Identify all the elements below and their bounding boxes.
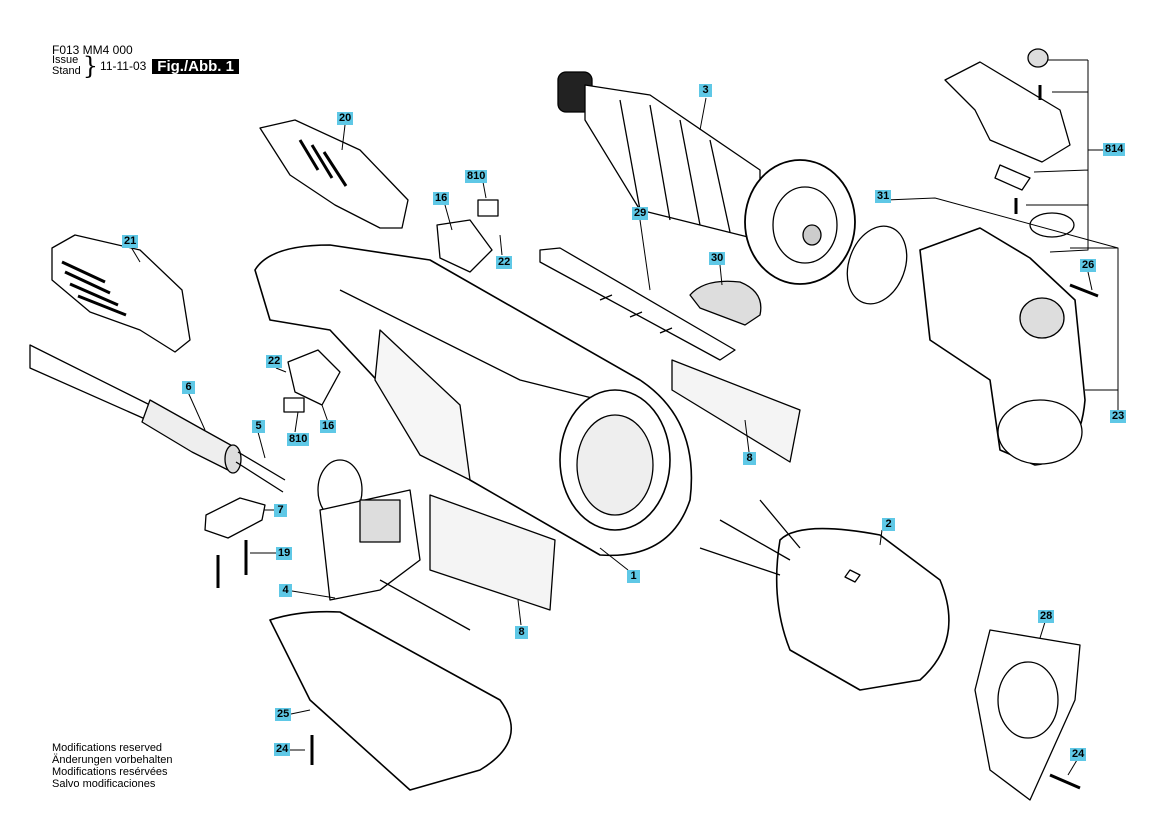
callout-part: 8: [743, 452, 756, 465]
part-heatsink-plate: [539, 247, 736, 361]
callout-part: 3: [699, 84, 712, 97]
part-lower-housing: [269, 610, 512, 791]
callout-part: 7: [274, 504, 287, 517]
part-cable: [29, 344, 286, 493]
part-clamp-screws: [216, 540, 248, 588]
part-switch-assembly: [317, 459, 471, 631]
part-field-coil: [699, 499, 950, 691]
part-side-cover-top: [259, 119, 409, 229]
issue-block: Issue Stand } 11-11-03 Fig./Abb. 1: [52, 52, 239, 80]
callout-part: 22: [266, 355, 283, 368]
part-label-sheet-upper: [671, 359, 801, 463]
callout-part: 28: [1038, 610, 1055, 623]
part-gear-head: [919, 227, 1086, 466]
note-line: Änderungen vorbehalten: [52, 754, 173, 766]
leader-lines: [130, 59, 1119, 776]
callout-part: 814: [1103, 143, 1126, 156]
callout-part: 16: [433, 192, 450, 205]
part-brush-upper: [477, 199, 499, 217]
note-line: Modifications resérvées: [52, 766, 168, 778]
callout-part: 1: [627, 570, 640, 583]
callout-part: 810: [465, 170, 488, 183]
part-seal-ring: [846, 225, 908, 305]
callout-part: 23: [1110, 410, 1127, 423]
callout-part: 16: [320, 420, 337, 433]
note-line: Salvo modificaciones: [52, 778, 156, 790]
part-label-sheet-lower: [429, 494, 556, 611]
issue-labels: Issue Stand: [52, 55, 81, 77]
part-side-cover-left: [51, 234, 191, 353]
callout-part: 25: [275, 708, 292, 721]
callout-part: 29: [632, 207, 649, 220]
modification-notes: Modifications reserved Änderungen vorbeh…: [52, 742, 172, 790]
figure-badge: Fig./Abb. 1: [152, 58, 239, 74]
callout-part: 5: [252, 420, 265, 433]
part-cable-clamp: [204, 497, 266, 539]
note-line: Modifications reserved: [52, 742, 163, 754]
part-switch-cap: [689, 280, 762, 326]
callout-part: 2: [882, 518, 895, 531]
brace-glyph: }: [82, 52, 99, 80]
part-screw-gear-head: [1069, 283, 1099, 298]
callout-part: 8: [515, 626, 528, 639]
document-code: F013 MM4 000: [52, 43, 133, 57]
callout-part: 4: [279, 584, 292, 597]
callout-part: 24: [274, 743, 291, 756]
part-brush-holder-upper: [436, 219, 493, 273]
part-housing: [254, 244, 693, 557]
issue-date: 11-11-03: [100, 58, 147, 73]
part-brush-lower: [283, 397, 305, 413]
callout-part: 6: [182, 381, 195, 394]
stand-label: Stand: [52, 65, 81, 77]
callout-part: 22: [496, 256, 513, 269]
part-screw-lower-right: [1049, 773, 1081, 790]
callout-part: 810: [287, 433, 310, 446]
callout-part: 24: [1070, 748, 1087, 761]
callout-part: 30: [709, 252, 726, 265]
part-lever-kit: [944, 48, 1075, 238]
callout-part: 26: [1080, 259, 1097, 272]
part-brush-holder-lower: [287, 349, 341, 406]
part-armature: [557, 71, 856, 285]
callout-part: 19: [276, 547, 293, 560]
callout-part: 31: [875, 190, 892, 203]
issue-label: Issue: [52, 54, 79, 66]
callout-part: 21: [122, 235, 139, 248]
callout-part: 20: [337, 112, 354, 125]
